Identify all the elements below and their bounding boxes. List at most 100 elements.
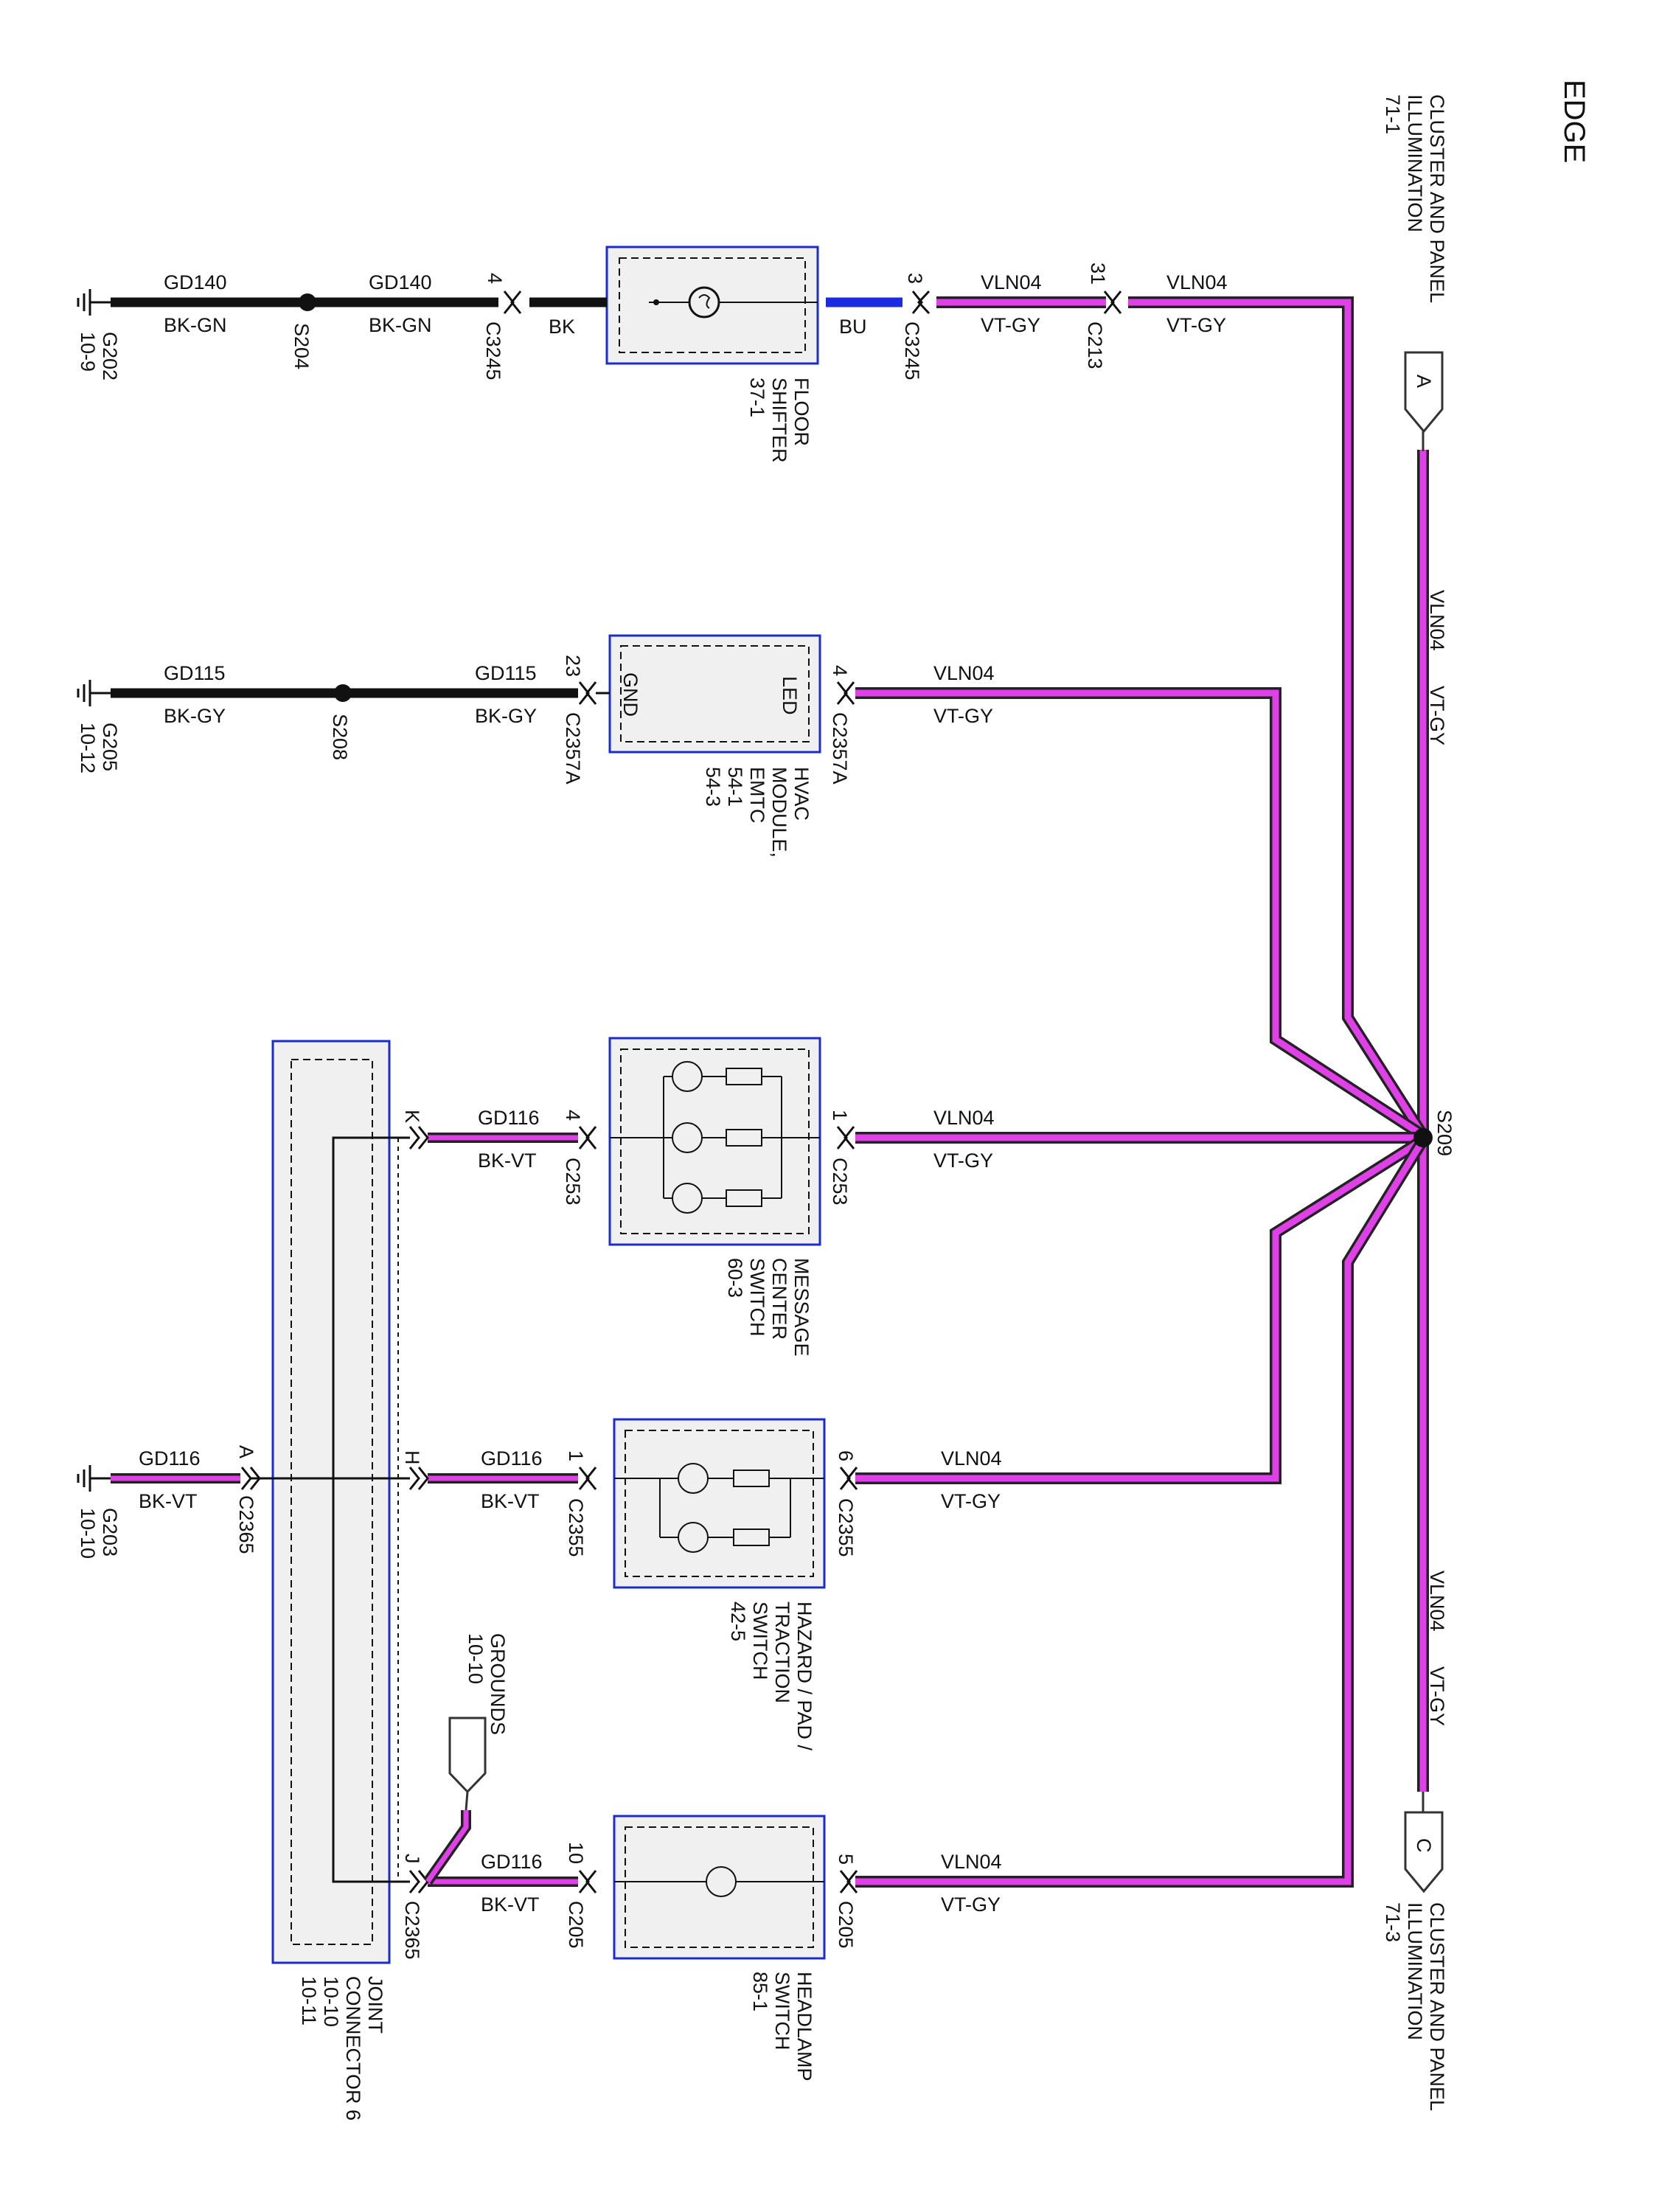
fs-vln04-b: VLN04 [981,271,1042,293]
fs-bu: BU [839,316,867,338]
svg-text:10-11: 10-11 [298,1976,320,2025]
fs-vtgy-a: VT-GY [1166,314,1226,336]
svg-text:SWITCH: SWITCH [746,1258,768,1336]
hz-jc-mark [417,1467,429,1490]
hl-name: HEADLAMP SWITCH 85-1 [749,1972,815,2081]
hvac-pin-4: 4 [829,665,851,676]
svg-text:JOINT: JOINT [364,1976,386,2034]
hz-vln04: VLN04 [941,1447,1002,1470]
s209-splice [1413,1128,1433,1147]
floor-shifter-group: VLN04 VT-GY VLN04 VT-GY 31 C213 3 C3245 … [77,246,1228,463]
hvac-gd115-a: GD115 [164,662,226,684]
svg-text:TRACTION: TRACTION [771,1601,793,1703]
hvac-name: HVAC MODULE, EMTC 54-1 54-3 [702,767,813,858]
mc-bkvt: BK-VT [478,1150,537,1172]
message-center-box [608,1037,821,1246]
svg-text:54-1: 54-1 [724,767,746,807]
cluster-a-line-3: 71-1 [1382,94,1404,134]
cluster-c-line-3: 71-3 [1382,1902,1404,1942]
s209-label: S209 [1433,1110,1455,1156]
svg-text:MODULE,: MODULE, [768,767,790,858]
cluster-a-caption: CLUSTER AND PANEL ILLUMINATION 71-1 [1382,94,1448,303]
s204-splice [299,293,316,311]
jc-a-mark [249,1467,261,1490]
fs-bk: BK [549,316,575,338]
cluster-c-line-1: CLUSTER AND PANEL [1426,1902,1448,2111]
fs-gd140-b: GD140 [369,271,432,293]
mc-c253-b: C253 [562,1158,584,1206]
hz-pin-1: 1 [565,1450,587,1461]
grounds-ref-line-1: GROUNDS [487,1633,509,1735]
hvac-led: LED [779,676,801,715]
ground-g203-icon [77,1465,111,1492]
hl-pin-5: 5 [835,1854,857,1865]
mc-vln04: VLN04 [933,1107,995,1129]
trunk-circuit-upper: VLN04 [1426,590,1448,651]
hazard-group: VLN04 VT-GY 6 C2355 HAZARD / PAD / [401,1418,1002,1751]
hz-c2355-mark-b [585,1467,597,1490]
hvac-gnd: GND [619,672,641,717]
fs-c3245-label-b: C3245 [482,321,504,380]
svg-text:CONNECTOR 6: CONNECTOR 6 [342,1976,364,2121]
joint-connector-group: JOINT CONNECTOR 6 10-10 10-11 A C2365 GD… [77,1040,410,2121]
fs-vln04-a: VLN04 [1166,271,1228,293]
svg-text:SWITCH: SWITCH [771,1972,793,2050]
hazard-box [613,1418,826,1589]
hz-vtgy: VT-GY [941,1490,1001,1512]
fs-gd140-a: GD140 [164,271,227,293]
svg-text:60-3: 60-3 [724,1258,746,1298]
svg-text:54-3: 54-3 [702,767,724,807]
mc-name: MESSAGE CENTER SWITCH 60-3 [724,1258,813,1357]
hvac-bkgy-a: BK-GY [164,705,226,727]
jcg-bkvt: BK-VT [139,1490,198,1512]
cluster-a-line-2: ILLUMINATION [1404,94,1426,232]
hl-c205-b: C205 [565,1901,587,1949]
jcg-gd116: GD116 [139,1447,201,1470]
hvac-c2357a-b: C2357A [562,712,584,785]
hvac-c2357a-mark-a [844,681,855,705]
hz-c2355-a: C2355 [835,1498,857,1557]
g202-ref: 10-9 [77,332,99,372]
cluster-a-connector: A [1404,351,1444,434]
headlamp-bulb-icon [706,1866,737,1897]
svg-text:HVAC: HVAC [790,767,813,821]
mc-gd116: GD116 [478,1107,540,1129]
ground-g202-icon [77,289,111,316]
grounds-ref-group: GROUNDS 10-10 [423,1633,509,1885]
hl-jc-pin: J [401,1854,423,1864]
hl-bkvt: BK-VT [481,1893,540,1916]
s208-label: S208 [329,714,351,760]
g203-ref: 10-10 [77,1508,99,1559]
cluster-c-caption: CLUSTER AND PANEL ILLUMINATION 71-3 [1382,1902,1448,2111]
svg-text:HAZARD / PAD /: HAZARD / PAD / [793,1601,815,1751]
cluster-a-line-1: CLUSTER AND PANEL [1426,94,1448,303]
page-layer: S209 A C CLUSTER AND PANEL ILLUMINATION … [77,80,1590,2121]
fs-c213-mark [1110,291,1122,314]
trunk-circuit-lower: VLN04 [1426,1571,1448,1632]
hz-name: HAZARD / PAD / TRACTION SWITCH 42-5 [727,1601,815,1751]
mc-pin-1: 1 [829,1110,851,1121]
mc-lamps [610,1061,820,1214]
mc-pin-4: 4 [562,1110,584,1121]
g203-label: G203 [99,1508,121,1557]
mc-c253-a: C253 [829,1158,851,1206]
page-title: EDGE [1558,80,1590,163]
hz-lamps [614,1463,824,1553]
fs-c3245-pin-3: 3 [904,273,926,284]
g205-label: G205 [99,723,121,771]
mc-vtgy: VT-GY [933,1150,993,1172]
hvac-gd115-b: GD115 [475,662,537,684]
hl-vtgy: VT-GY [941,1893,1001,1916]
mc-c253-mark-b [585,1126,597,1150]
svg-text:EMTC: EMTC [746,767,768,824]
g202-label: G202 [99,332,121,380]
joint-connector-box [271,1040,391,1964]
feed-hazard [855,1135,1427,1484]
hz-c2355-b: C2355 [565,1498,587,1557]
fs-c213-pin: 31 [1087,262,1109,285]
fs-c3245-label-a: C3245 [901,321,923,380]
fs-bkgn-b: BK-GN [369,314,432,336]
fs-bkgn-a: BK-GN [164,314,227,336]
hl-c205-mark-b [585,1870,597,1893]
fs-name: FLOOR SHIFTER 37-1 [746,378,813,463]
